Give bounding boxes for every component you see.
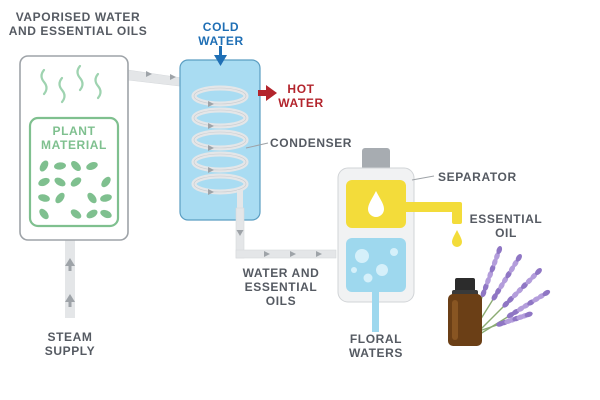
leaf-icon bbox=[101, 176, 111, 188]
coil-flow-arrow-icon bbox=[208, 123, 214, 129]
condensate-flow-arrow-icon bbox=[236, 230, 322, 257]
oil-outlet-spout bbox=[452, 202, 462, 224]
lavender-bud bbox=[491, 258, 498, 267]
water-bubble-icon bbox=[351, 248, 398, 283]
leaf-icon bbox=[86, 162, 98, 170]
leaf-icon bbox=[71, 161, 81, 171]
vapour-flow-arrow-icon bbox=[146, 71, 176, 80]
floral-water-outlet bbox=[372, 292, 379, 332]
essential-oil-label: ESSENTIAL OIL bbox=[469, 212, 543, 240]
leaf-icon bbox=[86, 209, 98, 219]
leaf-icon bbox=[39, 160, 49, 172]
coil-loop-edge bbox=[193, 131, 247, 149]
leaf-icon bbox=[70, 209, 82, 219]
oil-bottle-icon bbox=[448, 278, 482, 346]
plant-material-label: PLANT MATERIAL bbox=[41, 124, 107, 152]
coil-loop-edge bbox=[193, 87, 247, 105]
condenser-leader-line bbox=[245, 142, 269, 149]
water-and-oils-label: WATER AND ESSENTIAL OILS bbox=[242, 266, 320, 308]
floral-water-layer bbox=[346, 238, 406, 292]
condenser-coil bbox=[191, 85, 249, 210]
steam-supply-pipe bbox=[65, 240, 75, 318]
condensate-pipe-horizontal bbox=[235, 249, 337, 259]
lavender-bud bbox=[542, 289, 551, 297]
hot-water-label: HOT WATER bbox=[278, 82, 324, 110]
separator-cap bbox=[362, 148, 390, 170]
lavender-bud bbox=[485, 276, 491, 285]
leaf-icon bbox=[54, 162, 66, 170]
separator-leader-line bbox=[411, 175, 435, 181]
coil-flow-arrow-icon bbox=[208, 101, 214, 107]
hot-water-arrow-icon bbox=[258, 85, 277, 101]
leaf-icon bbox=[54, 177, 66, 187]
coil-loop-edge bbox=[193, 175, 247, 193]
lavender-bud bbox=[482, 282, 489, 291]
lavender-bud bbox=[487, 270, 494, 279]
cold-water-arrow-icon bbox=[214, 46, 227, 66]
separator-label: SEPARATOR bbox=[438, 170, 517, 184]
lavender-bud bbox=[496, 246, 503, 255]
lavender-bud bbox=[480, 289, 487, 298]
lavender-sprig-icon bbox=[469, 246, 551, 335]
leaf-icon bbox=[100, 194, 112, 202]
steam-supply-label: STEAM SUPPLY bbox=[44, 330, 96, 358]
steam-wave-icon bbox=[40, 64, 102, 104]
coil-loop-edge bbox=[193, 109, 247, 127]
leaf-icon bbox=[55, 192, 65, 204]
lavender-bud bbox=[494, 252, 500, 261]
coil-loop-edge bbox=[193, 153, 247, 171]
cold-water-label: COLD WATER bbox=[198, 20, 244, 48]
floral-waters-label: FLORAL WATERS bbox=[348, 332, 404, 360]
leaf-icon-group bbox=[38, 160, 112, 220]
steam-flow-arrow-icon bbox=[65, 258, 75, 307]
vaporised-water-label: VAPORISED WATER AND ESSENTIAL OILS bbox=[8, 10, 148, 38]
leaf-icon bbox=[70, 177, 82, 187]
leaf-icon bbox=[87, 192, 97, 204]
coil-flow-arrow-icon bbox=[208, 189, 214, 195]
lavender-bud bbox=[515, 254, 522, 262]
oil-drop-icon bbox=[368, 191, 384, 217]
coil-flow-arrow-icon bbox=[208, 167, 214, 173]
lavender-bud bbox=[489, 264, 496, 273]
leaf-icon bbox=[38, 177, 50, 187]
lavender-bud bbox=[524, 311, 533, 318]
leaf-icon bbox=[39, 208, 49, 220]
oil-outlet-pipe bbox=[406, 202, 458, 212]
leaf-icon bbox=[38, 194, 50, 202]
coil-flow-arrow-icon bbox=[208, 145, 214, 151]
condenser-label: CONDENSER bbox=[270, 136, 353, 150]
falling-oil-drop-icon bbox=[452, 230, 462, 247]
lavender-bud bbox=[534, 268, 542, 276]
leaf-icon bbox=[100, 209, 112, 219]
